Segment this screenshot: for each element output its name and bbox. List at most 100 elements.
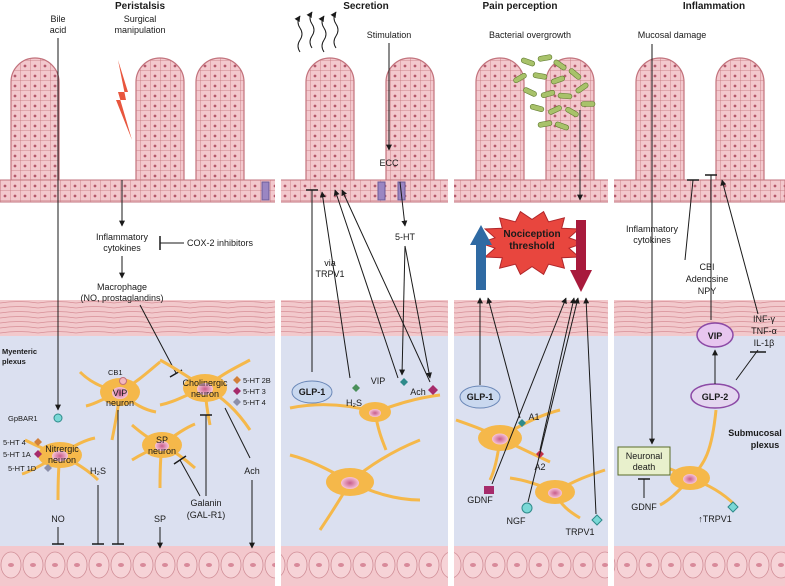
muscle-fiber xyxy=(569,306,609,309)
muscle-fiber xyxy=(493,326,533,329)
sp-neuron xyxy=(131,422,196,489)
bacterium xyxy=(520,57,536,67)
muscle-fiber xyxy=(151,306,191,309)
muscle-fiber xyxy=(189,306,229,309)
bacterium xyxy=(568,68,582,80)
muscle-cell-nucleus xyxy=(624,563,630,567)
muscle-cell-nucleus xyxy=(228,563,234,567)
muscle-fiber xyxy=(721,301,761,304)
cb1-label: CB1 xyxy=(108,368,123,377)
muscle-fiber xyxy=(189,311,229,314)
muscle-fibers xyxy=(0,301,785,334)
muscle-fiber xyxy=(493,321,533,324)
villus xyxy=(305,57,355,196)
bacterium xyxy=(565,106,579,118)
panel-pain: Bacterial overgrowth Nociception thresho… xyxy=(455,30,606,537)
h2s-trpv1-arrow xyxy=(319,191,351,379)
muscle-fiber xyxy=(455,321,495,324)
muscle-cell-nucleus xyxy=(514,563,520,567)
muscle-fiber xyxy=(493,301,533,304)
muscle-fiber xyxy=(379,311,419,314)
muscle-fiber xyxy=(531,331,571,334)
gdnf-inflammation-label: GDNF xyxy=(631,502,657,512)
trpv1-label: TRPV1 xyxy=(315,269,344,279)
glp1-pain-label: GLP-1 xyxy=(467,392,494,402)
muscle-fiber xyxy=(531,311,571,314)
muscle-fiber xyxy=(151,301,191,304)
muscle-fiber xyxy=(759,306,785,309)
muscle-fiber xyxy=(265,326,305,329)
bile-acid-label-2: acid xyxy=(50,25,67,35)
cox2-inhibitors-label: COX-2 inhibitors xyxy=(187,238,254,248)
muscle-cell-nucleus xyxy=(580,563,586,567)
header-pain-perception: Pain perception xyxy=(482,1,557,12)
muscle-fiber xyxy=(379,301,419,304)
muscle-fiber xyxy=(645,311,685,314)
muscle-cell-nucleus xyxy=(756,563,762,567)
bacterium xyxy=(532,72,548,80)
a1-to-threshold-arrow xyxy=(486,297,521,419)
muscle-fiber xyxy=(303,321,343,324)
muscle-fiber xyxy=(531,326,571,329)
muscle-fiber xyxy=(531,301,571,304)
mediator-adenosine: Adenosine xyxy=(686,274,729,284)
ecc-cell xyxy=(261,181,270,201)
muscle-cell-nucleus xyxy=(294,563,300,567)
submucosal-label-1: Submucosal xyxy=(728,428,782,438)
muscle-cell-nucleus xyxy=(52,563,58,567)
surgical-label-1: Surgical xyxy=(124,14,157,24)
muscle-cell-nucleus xyxy=(426,563,432,567)
cholinergic-neuron xyxy=(159,358,252,431)
muscle-cell-nucleus xyxy=(492,563,498,567)
muscle-fiber xyxy=(227,321,267,324)
muscle-cell-nucleus xyxy=(778,563,784,567)
panel-secretion: Stimulation ECC 5-HT via TRPV1 GLP-1 H₂S… xyxy=(289,11,441,531)
a2-label: A2 xyxy=(534,462,545,472)
bacterium xyxy=(523,87,537,97)
pain-neurons xyxy=(455,408,606,520)
muscle-fiber xyxy=(113,316,153,319)
nociception-label-2: threshold xyxy=(509,241,555,252)
5ht4-right-label: 5-HT 4 xyxy=(243,398,266,407)
bacterium xyxy=(537,120,553,128)
submucosal-label-2: plexus xyxy=(751,440,780,450)
a1-label: A1 xyxy=(528,412,539,422)
bacterium xyxy=(550,75,566,85)
muscle-fiber xyxy=(493,311,533,314)
villus xyxy=(195,57,245,196)
muscle-fiber xyxy=(379,321,419,324)
ngf-label: NGF xyxy=(507,516,527,526)
glp1-secretion-label: GLP-1 xyxy=(299,387,326,397)
galanin-to-sp-line xyxy=(179,459,201,497)
galanin-label-2: (GAL-R1) xyxy=(187,510,226,520)
myenteric-label-2: plexus xyxy=(2,357,26,366)
muscle-fiber xyxy=(75,321,115,324)
muscle-fiber xyxy=(303,306,343,309)
muscle-fiber xyxy=(265,316,305,319)
ach-receptor-icon xyxy=(428,385,438,395)
muscle-cell-nucleus xyxy=(602,563,608,567)
muscle-fiber xyxy=(113,331,153,334)
muscle-fiber xyxy=(113,326,153,329)
villus xyxy=(715,57,765,196)
muscle-fiber xyxy=(759,316,785,319)
muscle-cell-nucleus xyxy=(734,563,740,567)
nitrergic-label-1: Nitrergic xyxy=(45,444,79,454)
villus xyxy=(635,57,685,196)
muscle-fiber xyxy=(759,326,785,329)
cb1-receptor-icon xyxy=(119,377,127,385)
muscle-fiber xyxy=(721,311,761,314)
muscle-fiber xyxy=(303,331,343,334)
bile-acid-label-1: Bile xyxy=(50,14,65,24)
muscle-fiber xyxy=(151,326,191,329)
threshold-up-arrow xyxy=(470,225,492,290)
bacterium xyxy=(575,82,589,94)
macrophage-inhibition-line xyxy=(139,304,177,374)
muscle-fiber xyxy=(113,311,153,314)
nitrergic-label-2: neuron xyxy=(48,455,76,465)
h2s-label: H₂S xyxy=(90,466,106,476)
cytokines-glp2-line xyxy=(735,349,759,381)
muscle-fiber xyxy=(645,331,685,334)
5ht3-receptor-icon xyxy=(233,387,241,395)
